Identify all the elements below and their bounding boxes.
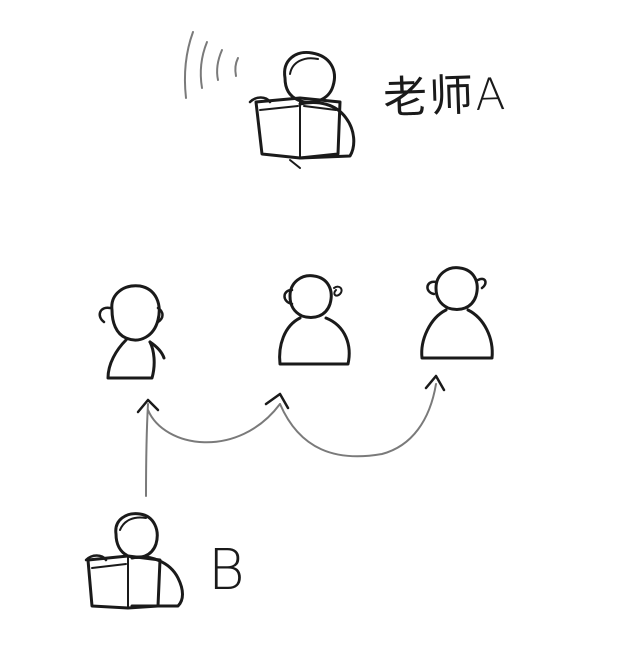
- curved-arrow-icon: [147, 392, 290, 444]
- arrow-up-icon: [136, 398, 160, 497]
- listener-1: [98, 284, 166, 380]
- sound-waves-icon: [183, 31, 239, 99]
- listener-2: [278, 274, 351, 366]
- student-b-figure: [84, 512, 184, 610]
- listener-3: [420, 266, 494, 360]
- curved-arrow-icon: [279, 374, 446, 458]
- person-icon: [278, 274, 351, 366]
- person-reading-book-icon: [84, 512, 184, 610]
- teacher-figure: [248, 50, 356, 169]
- person-icon: [420, 266, 494, 360]
- person-reading-book-icon: [248, 50, 356, 169]
- student-b-label: B: [208, 538, 247, 603]
- teacher-label: 老师A: [382, 68, 509, 125]
- person-icon: [98, 284, 166, 380]
